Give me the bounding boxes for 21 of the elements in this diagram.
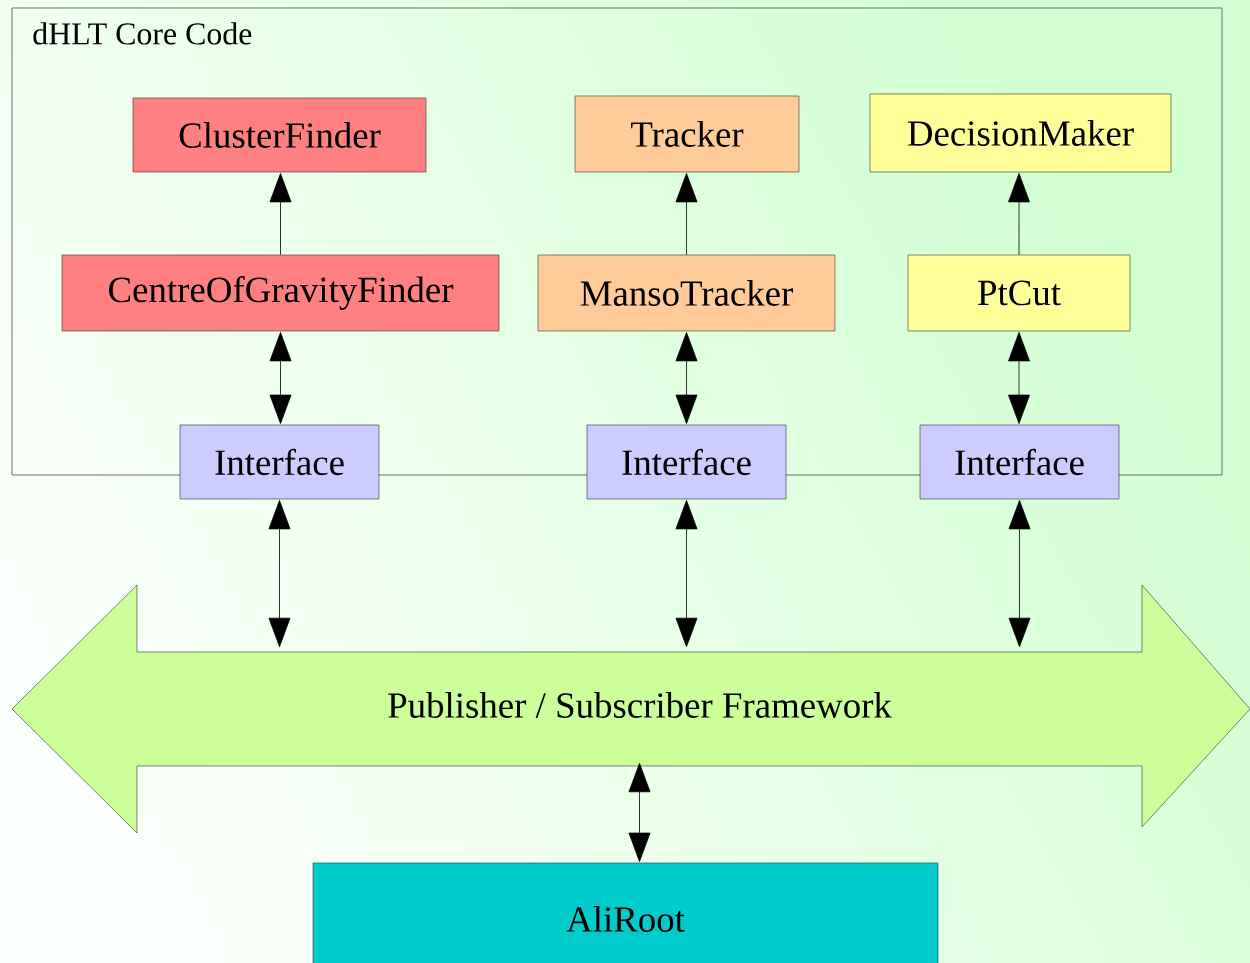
arrow [1008,500,1031,648]
double-arrow-band: Publisher / Subscriber Framework [11,584,1250,834]
process-box: Interface [179,424,380,500]
process-box: AliRoot [312,862,939,963]
arrow [628,762,651,862]
process-box: ClusterFinder [132,97,427,173]
arrow [675,332,698,424]
process-box: Interface [586,424,787,500]
process-box: PtCut [907,254,1131,332]
process-box: Tracker [574,95,800,173]
arrow [1008,332,1030,424]
process-box: CentreOfGravityFinder [61,254,500,332]
arrow [675,173,698,256]
process-box: MansoTracker [537,254,836,332]
arrow [1008,173,1030,256]
arrow [269,173,292,256]
arrow [268,500,291,648]
process-box: DecisionMaker [869,93,1172,173]
arrow [675,500,698,648]
arrow [269,332,292,424]
process-box: Interface [919,424,1120,500]
